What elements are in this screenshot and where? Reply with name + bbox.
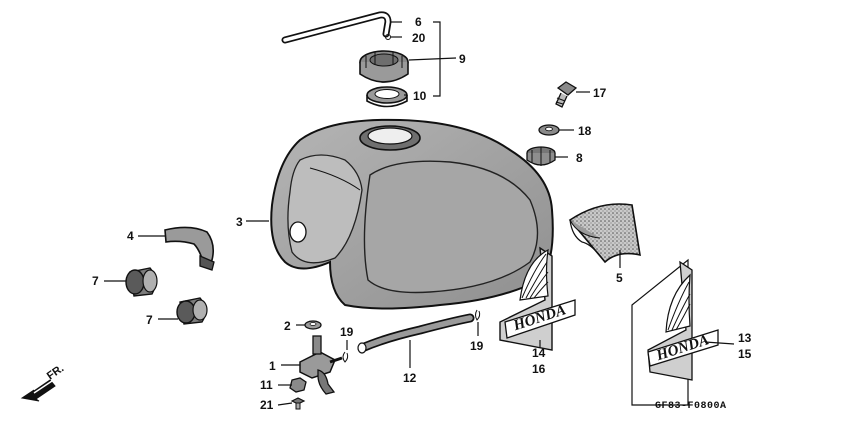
- hose-clip-right: [475, 309, 481, 321]
- callout-7-lower: 7: [146, 313, 153, 327]
- callout-13: 13: [738, 331, 752, 345]
- callout-3: 3: [236, 215, 243, 229]
- callout-6: 6: [415, 15, 422, 29]
- callout-15: 15: [738, 347, 752, 361]
- fuel-hose: [357, 313, 475, 354]
- cushion-upper: [125, 267, 158, 297]
- emblem-variant-panel: HONDA: [631, 258, 719, 406]
- fuel-cap: [359, 50, 409, 83]
- breather-tube: [281, 11, 392, 44]
- callout-8: 8: [576, 151, 583, 165]
- callout-20: 20: [412, 31, 426, 45]
- fuel-tank: [270, 118, 554, 310]
- callout-18: 18: [578, 124, 592, 138]
- fuel-cock: [299, 335, 343, 395]
- callout-5: 5: [616, 271, 623, 285]
- callout-12: 12: [403, 371, 417, 385]
- callout-2: 2: [284, 319, 291, 333]
- callout-4: 4: [127, 229, 134, 243]
- front-direction-label: FR.: [45, 362, 66, 382]
- callout-19-right: 19: [470, 339, 484, 353]
- fuel-cock-screw: [290, 397, 306, 410]
- fuel-cock-nut: [289, 377, 307, 393]
- callout-1: 1: [269, 359, 276, 373]
- mount-bolt: [555, 81, 578, 108]
- callout-21: 21: [260, 398, 274, 412]
- callout-14: 14: [532, 346, 546, 360]
- figure-code: GF83-F0800A: [655, 401, 727, 412]
- cushion-lower: [176, 297, 208, 325]
- knee-grip: [164, 226, 215, 271]
- callout-10: 10: [413, 89, 427, 103]
- callout-19-left: 19: [340, 325, 354, 339]
- callout-16: 16: [532, 362, 546, 376]
- foam-pad: [568, 203, 641, 264]
- fuel-cock-gasket: [304, 320, 322, 330]
- leader-lines: [104, 21, 735, 406]
- callout-9: 9: [459, 52, 466, 66]
- hose-clip-left: [342, 351, 349, 363]
- breather-clip: [385, 34, 391, 40]
- callout-17: 17: [593, 86, 607, 100]
- rubber-mount: [526, 146, 556, 166]
- front-direction-arrow: FR.: [20, 362, 66, 402]
- washer: [538, 124, 560, 136]
- callout-7-upper: 7: [92, 274, 99, 288]
- cap-gasket: [366, 86, 408, 108]
- callout-11: 11: [260, 378, 273, 392]
